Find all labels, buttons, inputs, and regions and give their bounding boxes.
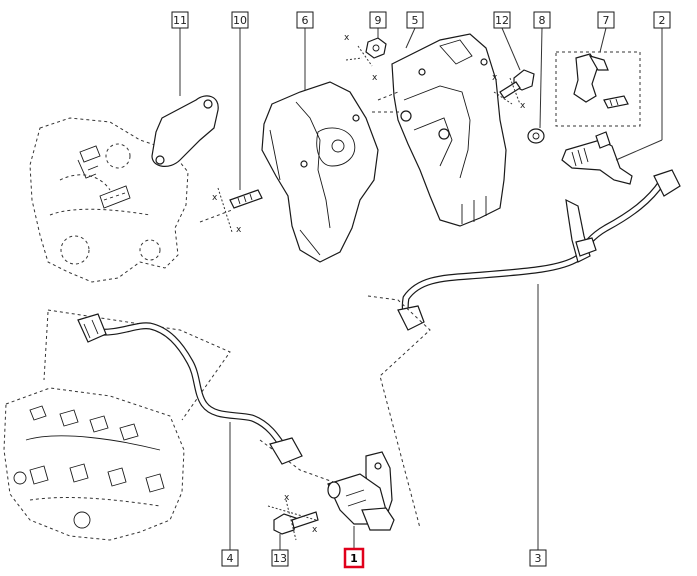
part-11-bracket[interactable] <box>151 28 219 167</box>
callout-label: 1 <box>350 552 358 565</box>
callout-label: 4 <box>227 552 234 565</box>
callout-label: 6 <box>302 14 309 27</box>
torque-mark: x <box>312 525 318 535</box>
engine-block-upper <box>29 117 189 283</box>
torque-mark: x <box>284 493 290 503</box>
part-3-pipe[interactable] <box>397 169 681 550</box>
callout-label: 10 <box>233 14 247 27</box>
part-5-support-bracket[interactable] <box>372 27 507 227</box>
part-8-washer[interactable] <box>527 27 545 144</box>
torque-mark: x <box>372 73 378 83</box>
callout-label: 8 <box>539 14 546 27</box>
callout-label: 9 <box>375 14 382 27</box>
part-10-stud[interactable]: x x <box>199 28 263 235</box>
callout-label: 12 <box>495 14 509 27</box>
callout-label: 5 <box>412 14 419 27</box>
part-13-bolt[interactable]: x x <box>267 493 319 550</box>
callout-label: 7 <box>603 14 610 27</box>
callout-12[interactable]: 12 <box>493 11 511 29</box>
part-7-clip-assembly[interactable] <box>555 27 641 127</box>
callout-13[interactable]: 13 <box>271 549 289 567</box>
part-6-heat-shield[interactable] <box>261 28 379 263</box>
torque-mark: x <box>212 193 218 203</box>
part-12-bolt[interactable]: x x <box>492 27 535 111</box>
callout-9[interactable]: 9 <box>369 11 387 29</box>
callout-5[interactable]: 5 <box>406 11 424 29</box>
callout-6[interactable]: 6 <box>296 11 314 29</box>
callout-label: 13 <box>273 552 287 565</box>
injection-pump <box>3 387 185 541</box>
callout-label: 2 <box>659 14 666 27</box>
callout-label: 11 <box>173 14 187 27</box>
callout-label: 3 <box>535 552 542 565</box>
part-1-valve[interactable] <box>327 451 395 550</box>
torque-mark: x <box>344 33 350 43</box>
part-9-nut[interactable]: x x <box>344 28 387 83</box>
callout-2[interactable]: 2 <box>653 11 671 29</box>
callout-10[interactable]: 10 <box>231 11 249 29</box>
torque-mark: x <box>236 225 242 235</box>
callout-7[interactable]: 7 <box>597 11 615 29</box>
part-2-sensor[interactable] <box>561 28 663 185</box>
part-4-pipe[interactable] <box>77 313 303 550</box>
callout-1-highlighted[interactable]: 1 <box>343 547 365 569</box>
torque-mark: x <box>492 73 498 83</box>
torque-mark: x <box>520 101 526 111</box>
callout-3[interactable]: 3 <box>529 549 547 567</box>
callout-8[interactable]: 8 <box>533 11 551 29</box>
callout-4[interactable]: 4 <box>221 549 239 567</box>
callout-11[interactable]: 11 <box>171 11 189 29</box>
